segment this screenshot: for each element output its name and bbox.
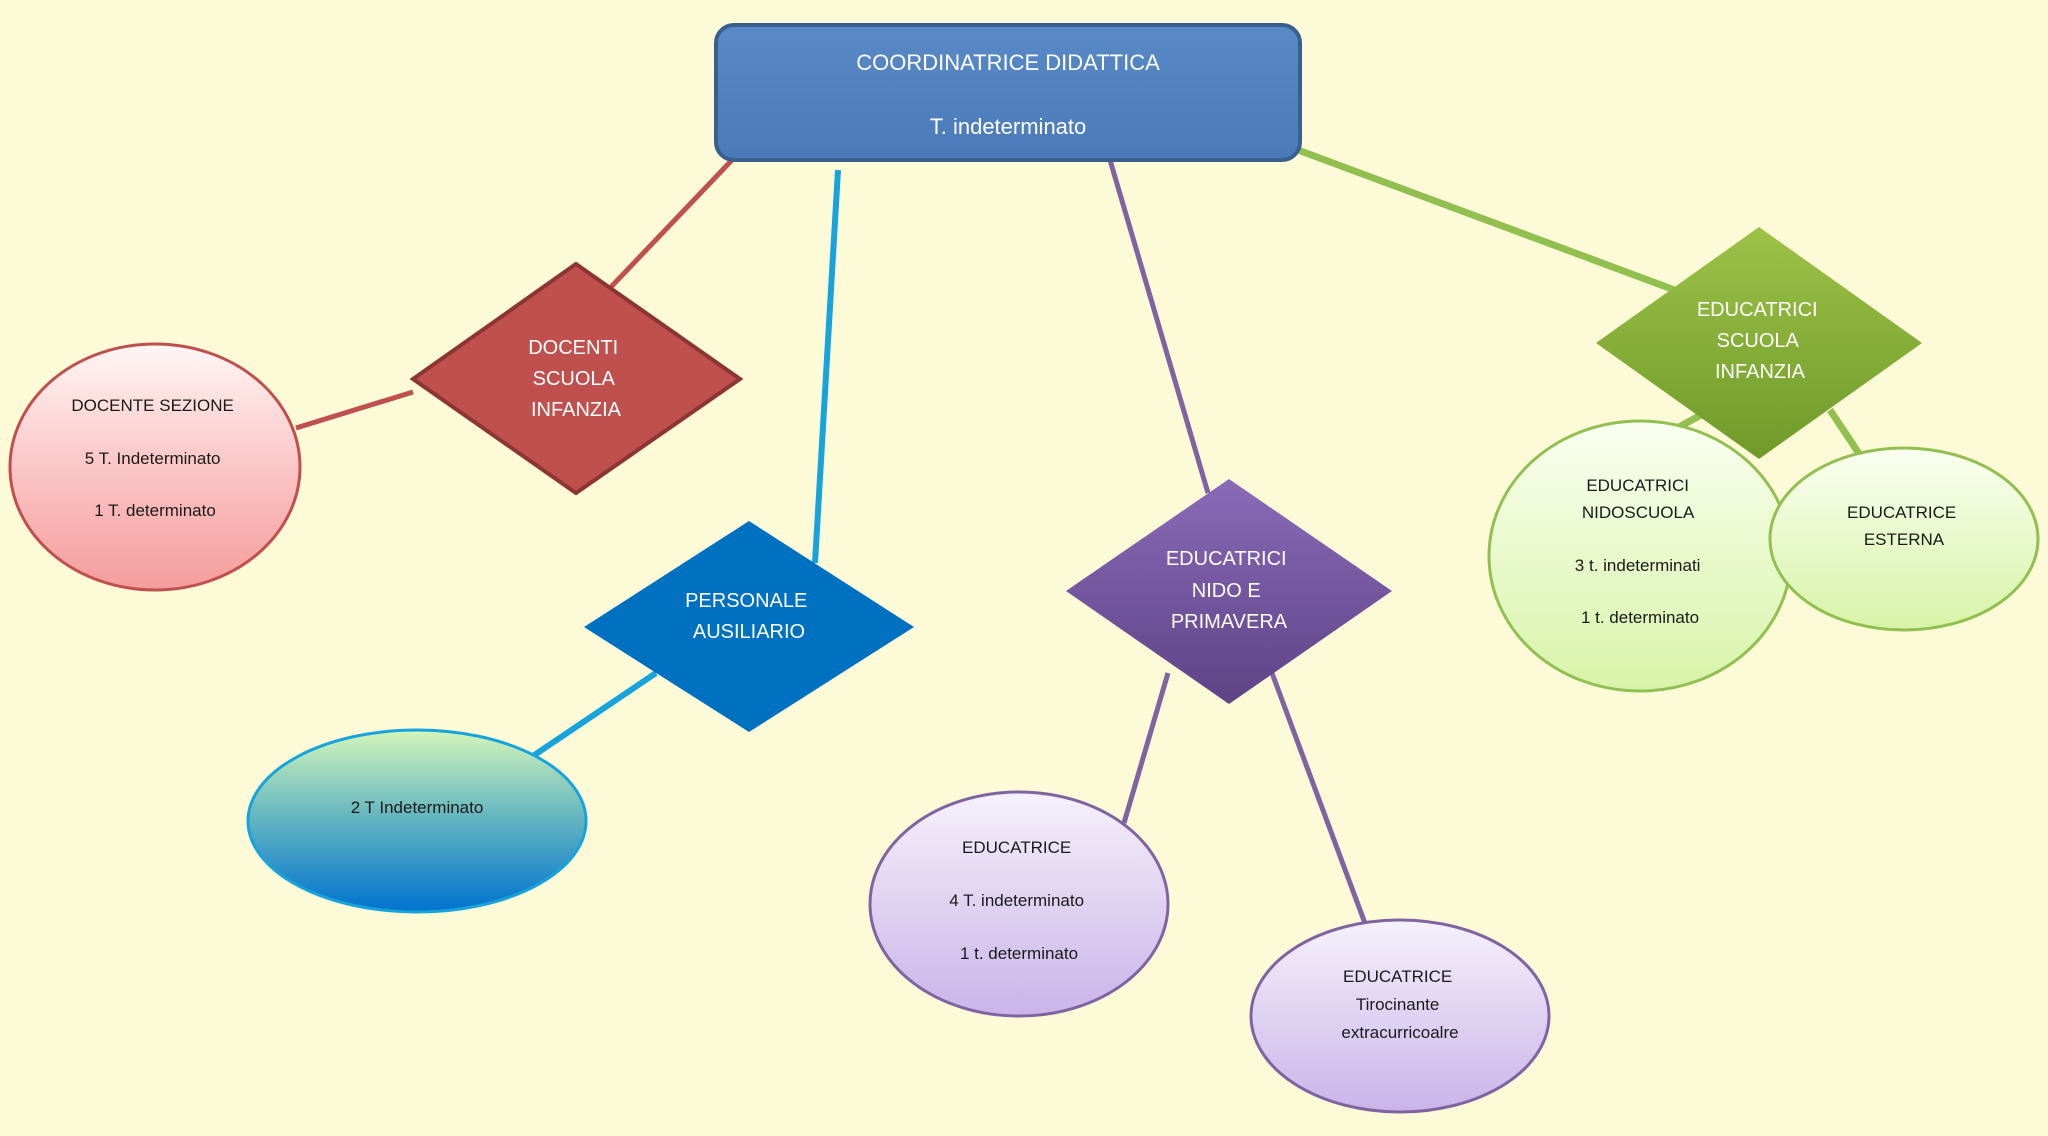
nido-label-line: NIDO E (1192, 580, 1261, 602)
docenti-label-line: INFANZIA (531, 399, 622, 421)
scuola-infanzia-label-line: INFANZIA (1715, 361, 1806, 383)
nido-detail-a-line: 4 T. indeterminato (949, 891, 1084, 910)
ausiliario-label-line: PERSONALE (685, 590, 807, 612)
connector-nido-detail-b (1269, 672, 1369, 927)
svg-text:EDUCATRICI NIDOSCUOLA: EDUCATRICI NIDOSCUOLA 3 t. indeterminati… (1575, 476, 1705, 627)
connector-ausiliario-detail (528, 670, 658, 761)
scuola-detail-a-line: NIDOSCUOLA (1582, 503, 1695, 522)
docenti-label-line: DOCENTI (528, 337, 618, 359)
docente-sezione-line: 1 T. determinato (94, 501, 216, 520)
svg-text:DOCENTE SEZIONE 5 T. Ind: DOCENTE SEZIONE 5 T. Indeterminato 1 T. … (71, 396, 238, 520)
scuola-infanzia-label-line: SCUOLA (1717, 330, 1800, 352)
svg-text:EDUCATRICE Tirocinante: EDUCATRICE Tirocinante extracurricoalre (1341, 967, 1458, 1042)
ausiliario-label-line: AUSILIARIO (693, 621, 805, 643)
nido-detail-b-line: EDUCATRICE (1343, 967, 1452, 986)
svg-text:EDUCATRICE ESTERNA: EDUCATRICE ESTERNA (1847, 503, 1961, 549)
scuola-detail-b-node: EDUCATRICE ESTERNA (1768, 446, 2040, 632)
connector-coordinator-docenti (608, 158, 734, 290)
scuola-infanzia-node: EDUCATRICI SCUOLA INFANZIA (1596, 227, 1922, 459)
nido-detail-a-line: EDUCATRICE (962, 838, 1071, 857)
ausiliario-node: PERSONALE AUSILIARIO (584, 521, 914, 732)
nido-detail-b-line: Tirocinante (1356, 995, 1439, 1014)
scuola-detail-a-line: EDUCATRICI (1586, 476, 1689, 495)
scuola-infanzia-label-line: EDUCATRICI (1697, 299, 1818, 321)
nido-detail-b-node: EDUCATRICE Tirocinante extracurricoalre (1249, 918, 1551, 1114)
scuola-detail-b-line: EDUCATRICE (1847, 503, 1956, 522)
nido-detail-a-line: 1 t. determinato (960, 944, 1078, 963)
scuola-detail-b-line: ESTERNA (1864, 530, 1945, 549)
coordinator-contract: T. indeterminato (930, 114, 1087, 139)
connector-coordinator-nido (1107, 159, 1211, 494)
svg-text:DOCENTI SCUOLA INF: DOCENTI SCUOLA INFANZIA (528, 337, 624, 421)
coordinator-title: COORDINATRICE DIDATTICA (856, 50, 1160, 75)
scuola-detail-a-line: 1 t. determinato (1581, 608, 1699, 627)
docenti-label-line: SCUOLA (533, 368, 616, 390)
scuola-detail-a-node: EDUCATRICI NIDOSCUOLA 3 t. indeterminati… (1487, 419, 1793, 693)
connector-nido-detail-a (1121, 672, 1171, 824)
ausiliario-detail-line: 2 T Indeterminato (351, 798, 484, 817)
nido-detail-a-node: EDUCATRICE 4 T. indeterminato 1 t. deter… (868, 790, 1170, 1018)
svg-text:EDUCATRICI NIDO E: EDUCATRICI NIDO E PRIMAVERA (1166, 548, 1292, 633)
connector-coordinator-ausiliario (812, 169, 841, 564)
ausiliario-detail-node: 2 T Indeterminato (246, 728, 588, 914)
svg-text:EDUCATRICE 4 T. indeterm: EDUCATRICE 4 T. indeterminato 1 t. deter… (949, 838, 1089, 963)
scuola-detail-a-line: 3 t. indeterminati (1575, 556, 1701, 575)
docente-sezione-line: 5 T. Indeterminato (85, 449, 221, 468)
nido-label-line: PRIMAVERA (1171, 611, 1288, 633)
nido-label-line: EDUCATRICI (1166, 548, 1287, 570)
docente-sezione-line: DOCENTE SEZIONE (71, 396, 233, 415)
connector-docenti-sezione (295, 389, 414, 431)
svg-text:EDUCATRICI SCUOLA: EDUCATRICI SCUOLA INFANZIA (1697, 299, 1823, 383)
nido-node: EDUCATRICI NIDO E PRIMAVERA (1066, 479, 1392, 704)
nido-detail-b-line: extracurricoalre (1341, 1023, 1458, 1042)
docenti-node: DOCENTI SCUOLA INFANZIA (409, 261, 744, 496)
connector-coordinator-scuola (1296, 146, 1682, 296)
coordinator-node: COORDINATRICE DIDATTICA T. indeterminato (714, 23, 1302, 162)
svg-text:PERSONALE AUSILIARIO: PERSONALE AUSILIARIO (685, 590, 813, 643)
connector-scuola-detail-b (1827, 408, 1863, 457)
docente-sezione-node: DOCENTE SEZIONE 5 T. Indeterminato 1 T. … (8, 342, 302, 592)
